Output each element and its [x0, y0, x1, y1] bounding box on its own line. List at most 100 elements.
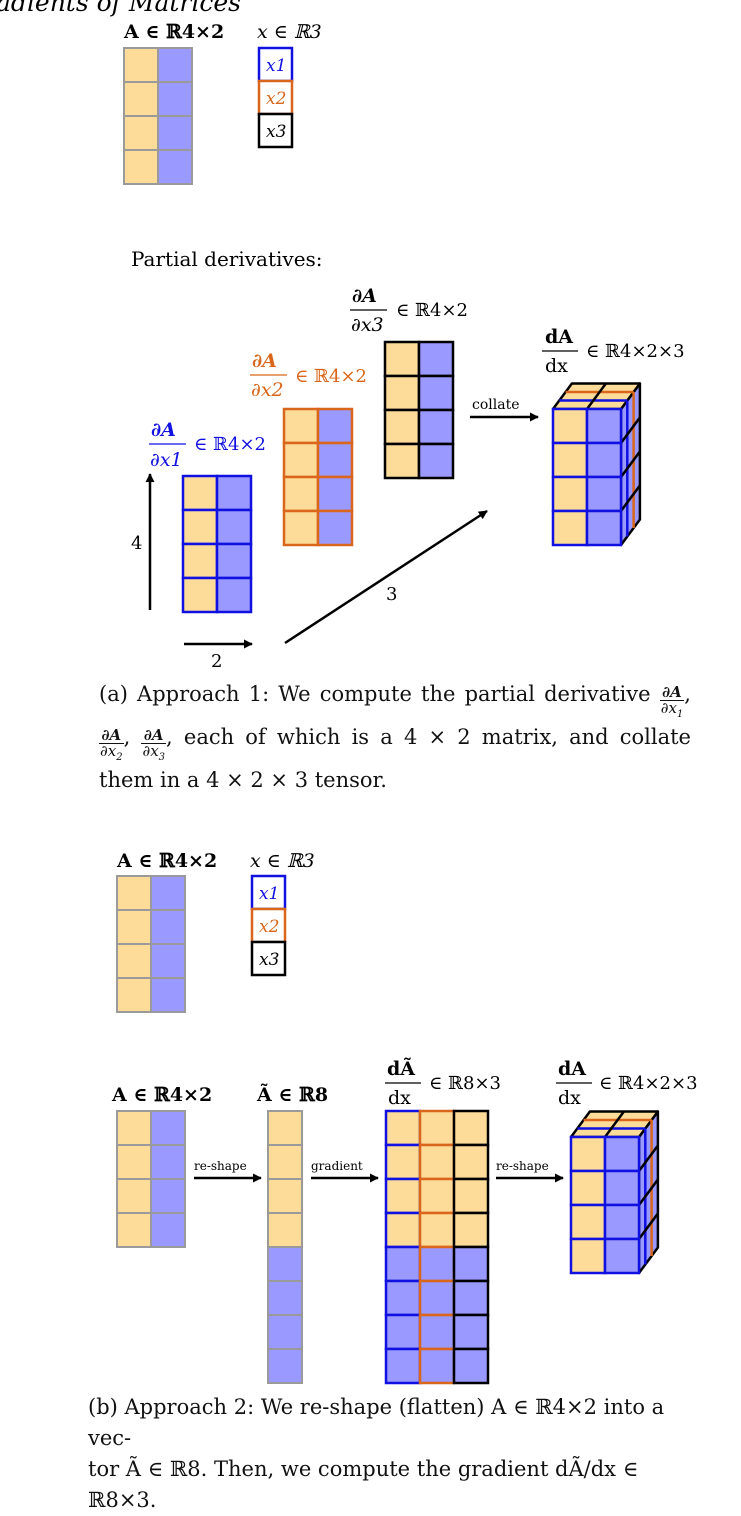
tensor-row-edge	[619, 416, 641, 444]
matrix-cell	[282, 407, 320, 445]
matrix-cell	[384, 1245, 422, 1283]
matrix-cell	[215, 542, 253, 580]
tensor-front-cell	[585, 441, 623, 479]
dAt-dx-label: dÃ dx ∈ ℝ8×3	[385, 1057, 501, 1109]
tensor-front-cell	[569, 1135, 607, 1173]
tensor-front-cell	[585, 407, 623, 445]
matrix-cell	[452, 1313, 490, 1351]
b-x1-cell	[250, 874, 287, 911]
caption-b: (b) Approach 2: We re-shape (flatten) A …	[88, 1392, 703, 1516]
dim-3-arrow	[284, 509, 488, 645]
dA-dx-den: dx	[545, 355, 568, 377]
tensor-row-edge	[637, 1144, 659, 1172]
matrix-cell	[282, 509, 320, 547]
matrix-cell	[418, 1245, 456, 1283]
matrix-cell	[215, 474, 253, 512]
gradient-label: gradient	[311, 1159, 363, 1173]
x1-cell	[257, 46, 294, 83]
matrix-cell	[150, 1212, 186, 1248]
matrix-cell	[418, 1279, 456, 1317]
matrix-cell	[123, 149, 159, 185]
matrix-cell	[181, 576, 219, 614]
x2-label: x2	[266, 89, 286, 109]
matrix-cell	[452, 1143, 490, 1181]
matrix-cell	[267, 1246, 303, 1282]
tensor-front-cell	[569, 1203, 607, 1241]
caption-b-line-2: tor Ã ∈ ℝ8. Then, we compute the gradien…	[88, 1457, 639, 1512]
matrix-cell	[452, 1177, 490, 1215]
matrix-cell	[267, 1110, 303, 1146]
dA-dx2-matrix	[282, 407, 354, 547]
matrix-cell	[417, 442, 455, 480]
figure-b: A ∈ ℝ4×2 x ∈ ℝ3 x1 x2 x3 A ∈ ℝ4×2 Ã ∈ ℝ8…	[111, 850, 698, 1385]
matrix-cell	[116, 875, 152, 911]
tensor-front-cell	[603, 1169, 641, 1207]
matrix-cell	[116, 1144, 152, 1180]
tensor-front-cell	[585, 475, 623, 513]
dA-dx3-den: ∂x3	[351, 314, 384, 336]
dA-dx3-label: ∂A ∂x3 ∈ ℝ4×2	[350, 285, 468, 336]
b-dA-dx-label: dA dx ∈ ℝ4×2×3	[556, 1058, 698, 1109]
b-x3-label: x3	[259, 950, 279, 970]
matrix-cell	[157, 149, 193, 185]
tensor-front-cell	[585, 509, 623, 547]
figure-a: A ∈ ℝ4×2 x ∈ ℝ3 x1 x2 x3 Partial derivat…	[123, 21, 685, 672]
matrix-cell	[181, 508, 219, 546]
dA-dx1-label: ∂A ∂x1 ∈ ℝ4×2	[149, 419, 266, 471]
x2-cell	[257, 79, 294, 116]
matrix-cell	[157, 47, 193, 83]
b-matrix-A	[116, 875, 186, 1013]
b-matrix-A-2	[116, 1110, 186, 1248]
a-x-vector-label: x ∈ ℝ3	[257, 21, 322, 43]
reshape-label-2: re-shape	[496, 1159, 549, 1173]
b-x1-label: x1	[259, 884, 279, 904]
matrix-cell	[418, 1177, 456, 1215]
b-dA-dx-num: dA	[558, 1058, 586, 1080]
tensor-row-edge	[637, 1178, 659, 1206]
matrix-cell	[123, 47, 159, 83]
b-matrix-label: A ∈ ℝ4×2	[116, 850, 217, 872]
tensor-front-cell	[603, 1203, 641, 1241]
frac-dA-dx2: ∂A∂x2	[99, 726, 124, 763]
matrix-cell	[384, 1211, 422, 1249]
matrix-cell	[384, 1347, 422, 1385]
a-x-vector: x1 x2 x3	[257, 46, 294, 149]
dA-dx-tensor	[551, 382, 642, 547]
matrix-cell	[452, 1279, 490, 1317]
matrix-cell	[116, 1178, 152, 1214]
matrix-cell	[417, 408, 455, 446]
dA-dx2-label: ∂A ∂x2 ∈ ℝ4×2	[250, 350, 367, 401]
tensor-row-edge	[619, 450, 641, 478]
dA-dx2-space: ∈ ℝ4×2	[295, 366, 367, 387]
matrix-cell	[116, 1212, 152, 1248]
gradient-matrix	[384, 1109, 490, 1385]
caption-b-line-1: (b) Approach 2: We re-shape (flatten) A …	[88, 1395, 665, 1450]
matrix-cell	[282, 441, 320, 479]
reshape-label-1: re-shape	[194, 1159, 247, 1173]
b-x3-cell	[250, 940, 287, 977]
a-tilde-label: Ã ∈ ℝ8	[256, 1083, 328, 1106]
dA-dx3-space: ∈ ℝ4×2	[396, 300, 468, 321]
dA-dx3-num: ∂A	[352, 285, 377, 307]
dim-4-label: 4	[131, 533, 142, 554]
dA-dx1-den: ∂x1	[150, 449, 183, 471]
x1-label: x1	[266, 56, 286, 76]
matrix-cell	[316, 407, 354, 445]
matrix-cell	[181, 542, 219, 580]
matrix-cell	[215, 576, 253, 614]
dA-dx2-den: ∂x2	[251, 379, 284, 401]
matrix-cell	[384, 1109, 422, 1147]
dA-dx-label: dA dx ∈ ℝ4×2×3	[542, 326, 685, 377]
tensor-front-cell	[551, 509, 589, 547]
tensor-front-cell	[603, 1237, 641, 1275]
matrix-cell	[157, 115, 193, 151]
b-dA-dx-den: dx	[558, 1087, 581, 1109]
matrix-cell	[116, 1110, 152, 1146]
matrix-cell	[282, 475, 320, 513]
a-matrix-label: A ∈ ℝ4×2	[123, 21, 224, 43]
frac-dA-dx1: ∂A∂x1	[659, 683, 685, 720]
b-x2-cell	[250, 907, 287, 944]
b-x-vector-label: x ∈ ℝ3	[250, 850, 315, 872]
tensor-front-cell	[569, 1237, 607, 1275]
caption-a-prefix: (a) Approach 1: We compute the partial d…	[99, 682, 651, 706]
